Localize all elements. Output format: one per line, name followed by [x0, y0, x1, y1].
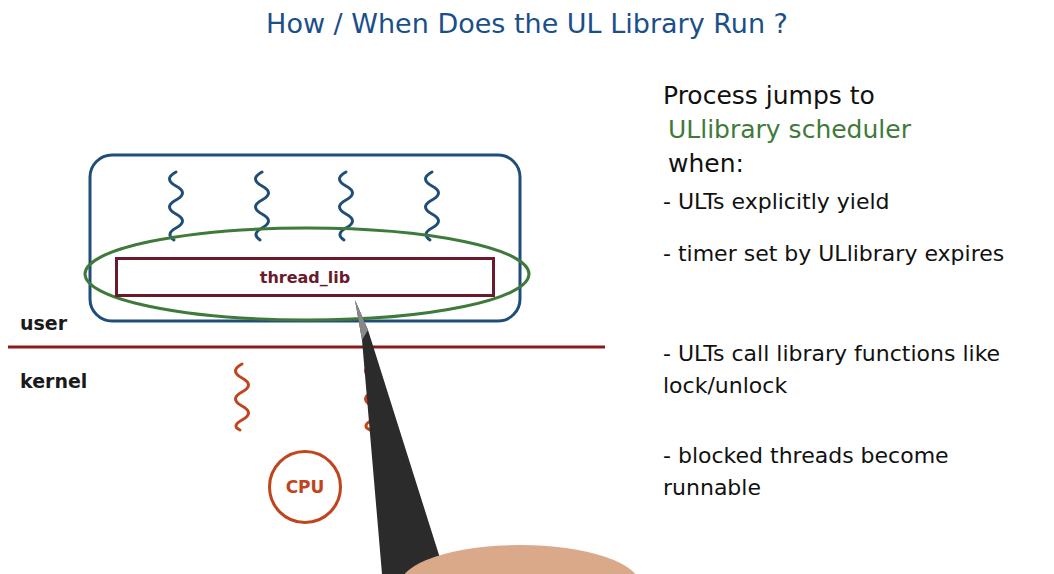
note-bullet: - ULTs call library functions like lock/… [663, 338, 1048, 402]
node-label: CPU [286, 477, 325, 497]
cpu-circle: CPU [268, 450, 342, 524]
title: How / When Does the UL Library Run ? [0, 8, 1054, 39]
note-text: Process jumps to [663, 78, 1043, 114]
note-bullet: - timer set by ULlibrary expires [663, 238, 1048, 270]
user-thread-squiggles [170, 172, 439, 240]
region-label: user [20, 310, 140, 338]
note-text: ULlibrary scheduler [668, 112, 1048, 148]
node-label: thread_lib [260, 268, 350, 287]
note-text: when: [668, 146, 1048, 182]
note-bullet: - blocked threads become runnable [663, 440, 1048, 504]
note-bullet: - ULTs explicitly yield [663, 186, 1048, 218]
pencil [355, 300, 640, 574]
kernel-thread-squiggles [236, 364, 379, 430]
library-box: thread_lib [115, 257, 495, 297]
process-box [90, 155, 520, 321]
region-label: kernel [20, 368, 140, 396]
user-kernel-boundary [8, 346, 605, 349]
library-ellipse [85, 228, 529, 320]
